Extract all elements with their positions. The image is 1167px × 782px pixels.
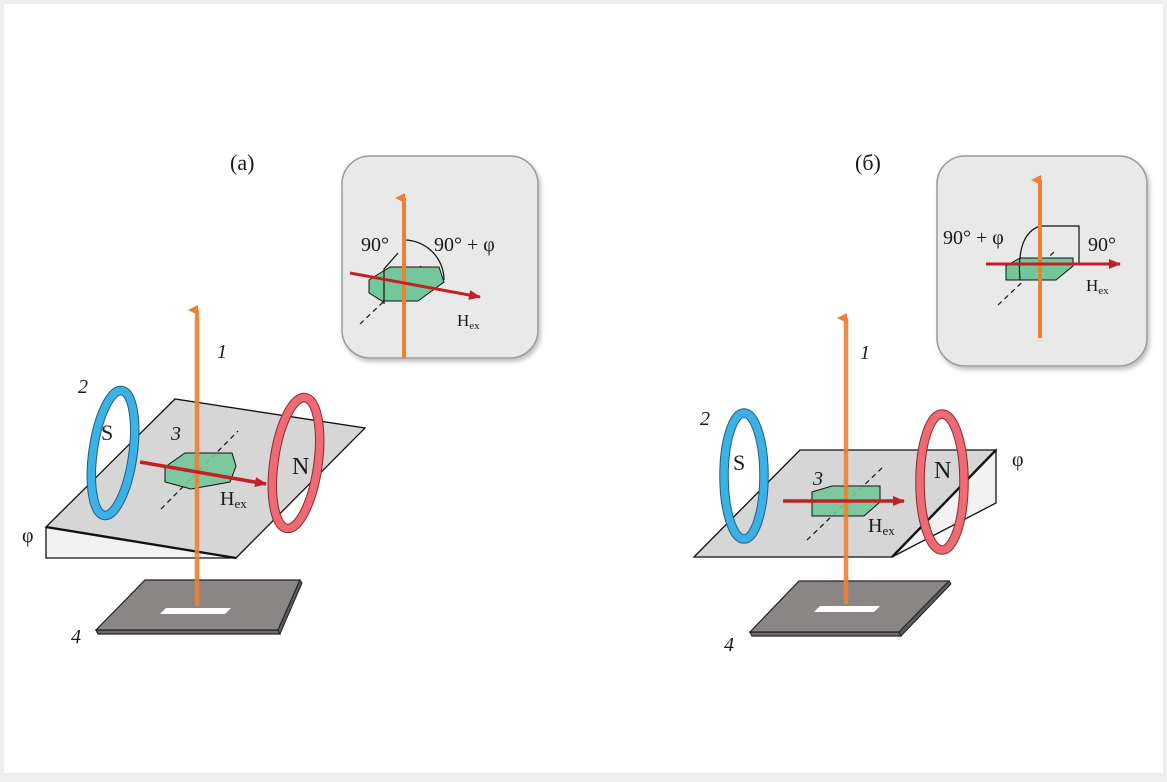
- field-label: Hex: [220, 488, 247, 511]
- detector-number: 4: [724, 634, 734, 656]
- inset-b-field-label: Hex: [1086, 276, 1109, 297]
- panel-a-title: (а): [230, 150, 254, 175]
- inset-b-angle-left: 90° + φ: [943, 227, 1004, 249]
- panel-a: (а) 4 φ S 2 3 1 He: [22, 150, 539, 648]
- coil-south: [86, 385, 140, 521]
- coil-south-pole-label: S: [733, 450, 745, 475]
- detector: [748, 580, 952, 637]
- tilt-angle-label: φ: [22, 525, 34, 547]
- detector-window: [814, 606, 880, 612]
- coil-north: [267, 392, 325, 534]
- tilt-angle-label: φ: [1012, 449, 1024, 471]
- figure-canvas: (а) 4 φ S 2 3 1 He: [4, 4, 1163, 773]
- coil-number: 2: [78, 376, 88, 398]
- detector-number: 4: [71, 626, 81, 648]
- sample-number: 3: [812, 468, 823, 490]
- inset-a: 90° 90° + φ Hex: [341, 155, 539, 359]
- sample-number: 3: [170, 423, 181, 445]
- inset-b-angle-right: 90°: [1088, 234, 1116, 256]
- inset-a-field-label: Hex: [457, 311, 480, 332]
- panel-b-title: (б): [855, 150, 881, 175]
- beam-number: 1: [217, 341, 227, 363]
- inset-b: 90° + φ 90° Hex: [936, 155, 1148, 367]
- detector-window: [160, 608, 231, 614]
- coil-north: [915, 409, 969, 555]
- field-label: Hex: [868, 515, 895, 538]
- inset-a-angle-right: 90° + φ: [434, 234, 495, 256]
- experiment-diagram: (а) 4 φ S 2 3 1 He: [22, 150, 1148, 656]
- coil-north-pole-label: N: [934, 458, 951, 484]
- panel-b: (б) 4 φ S 2 3 1 He: [692, 150, 1148, 656]
- coil-south-pole-label: S: [101, 420, 113, 445]
- coil-number: 2: [700, 408, 710, 430]
- coil-south: [719, 408, 769, 544]
- inset-a-angle-left: 90°: [361, 234, 389, 256]
- coil-north-pole-label: N: [292, 454, 309, 480]
- beam-number: 1: [860, 342, 870, 364]
- magnetic-field-arrow: [139, 460, 267, 488]
